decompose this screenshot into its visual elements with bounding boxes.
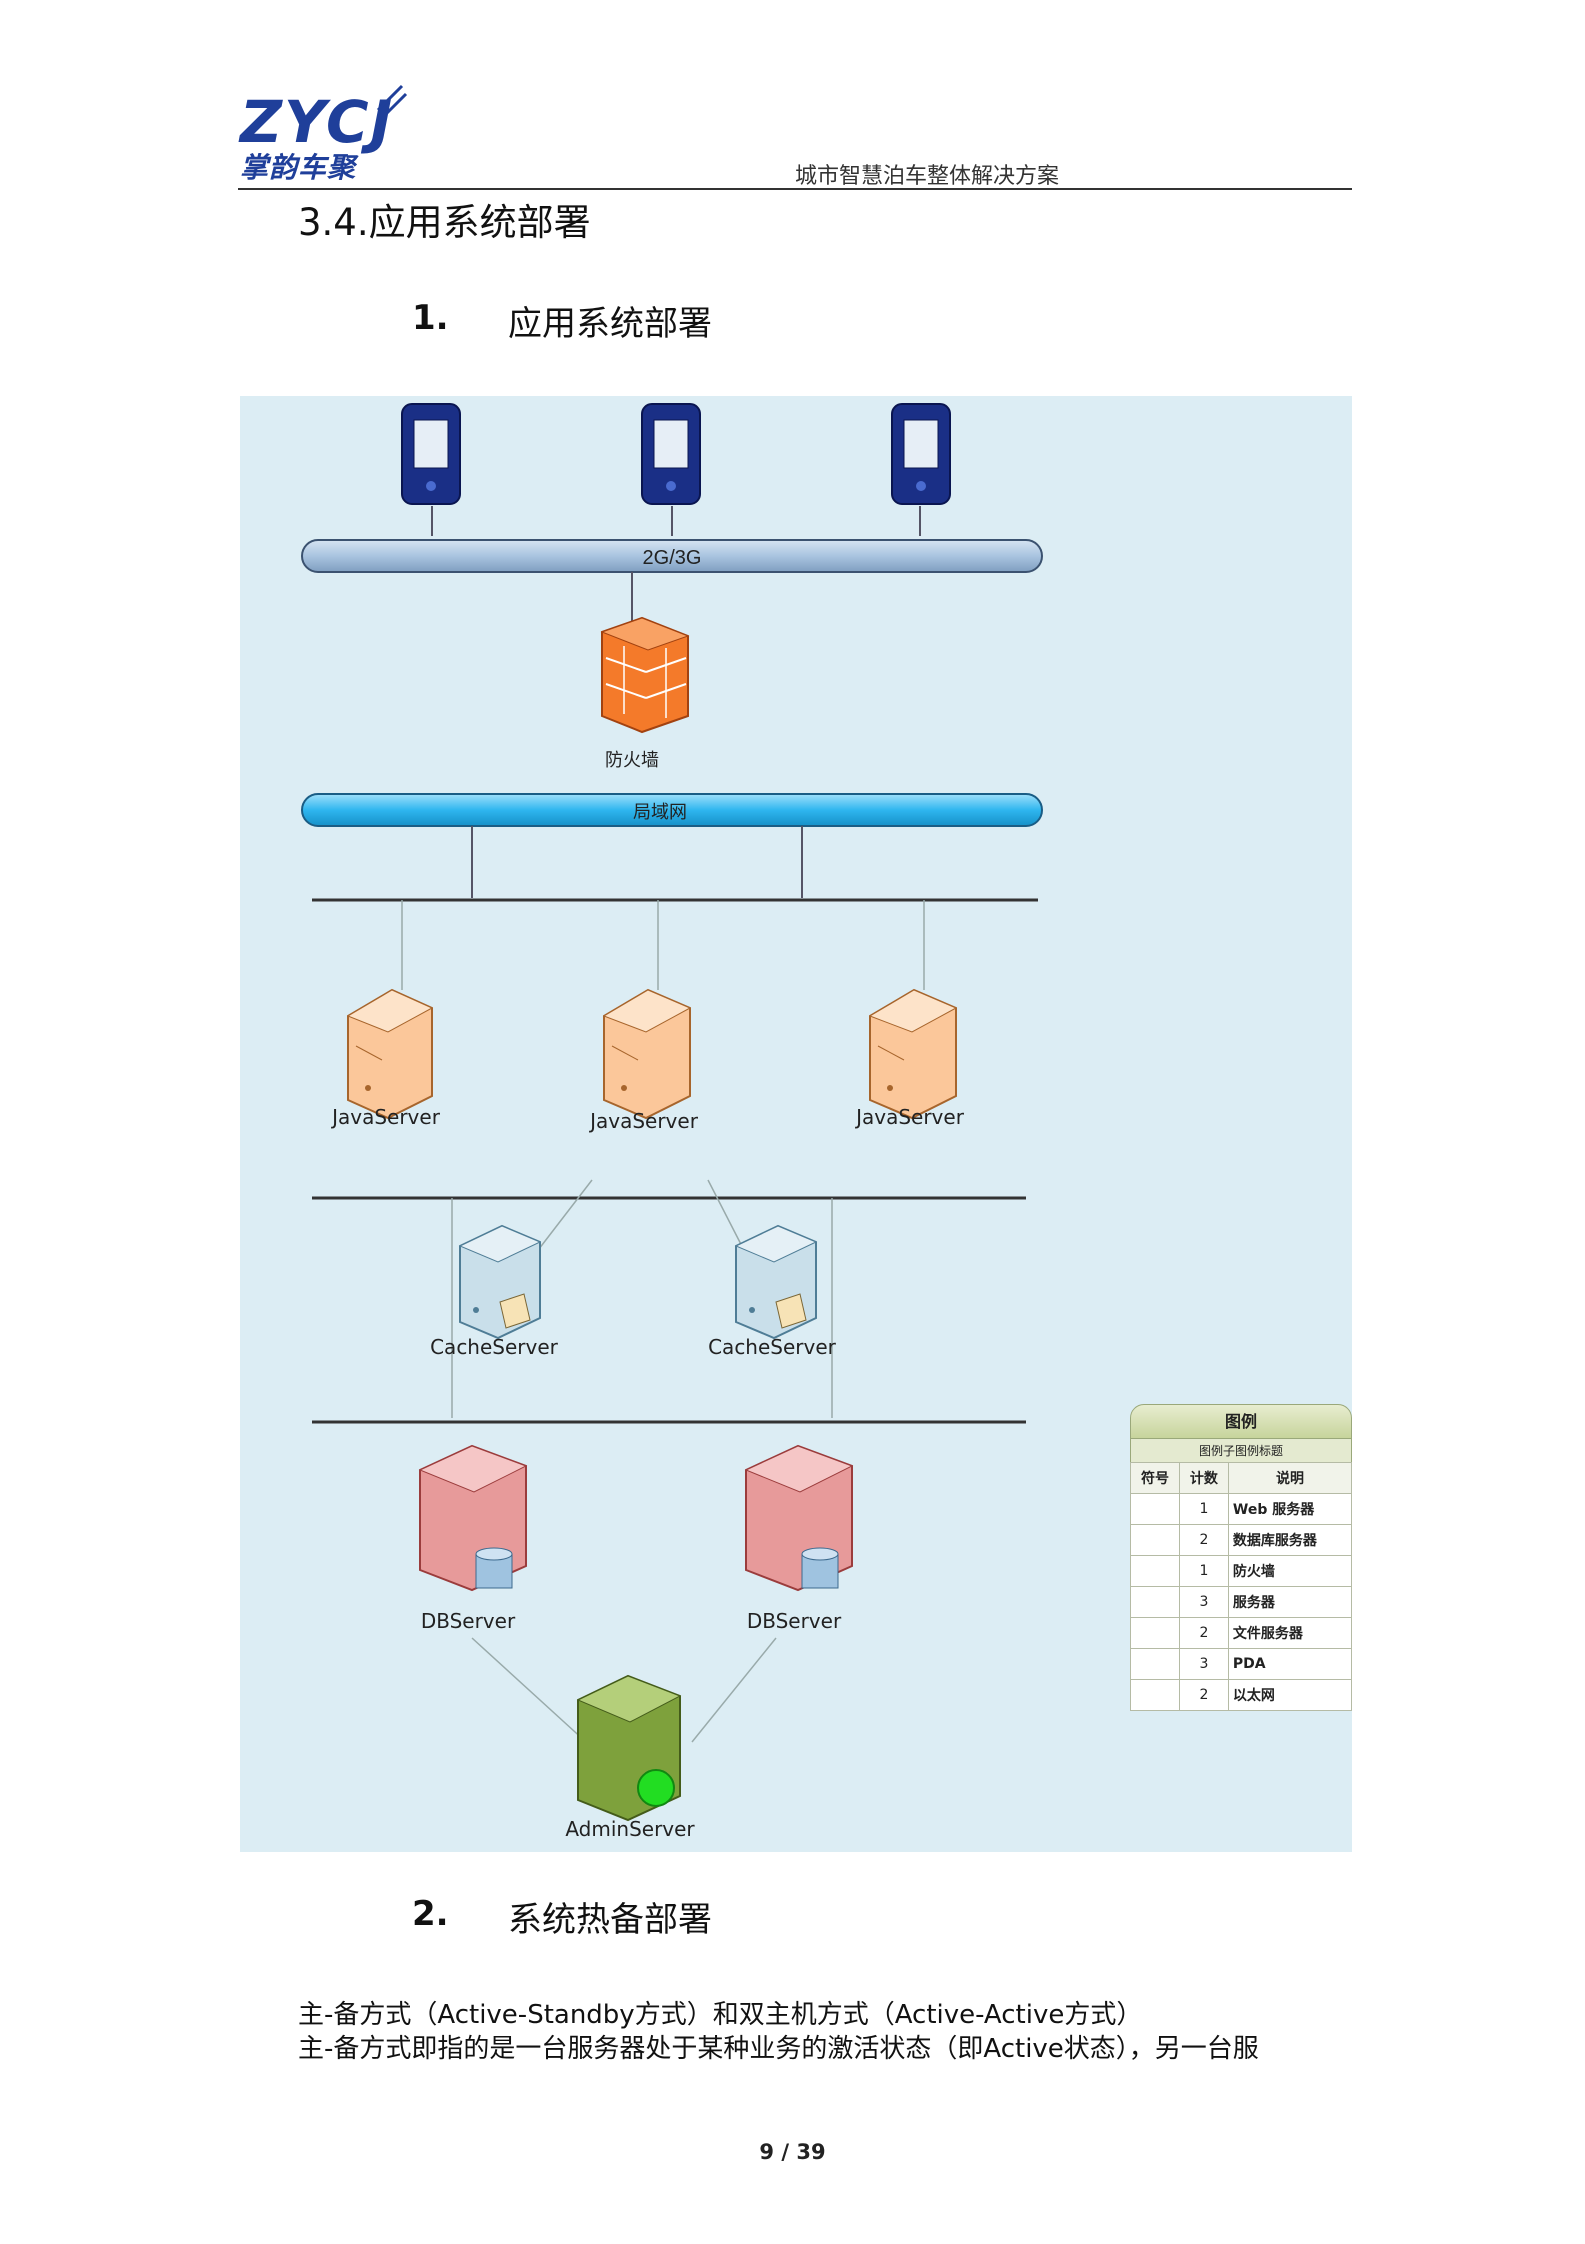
java-server-label: JavaServer [330,1105,441,1129]
status-indicator-icon [637,1769,675,1807]
logo-subtitle: 掌韵车聚 [240,151,357,184]
db-server-icon [418,1444,528,1592]
header-divider [238,188,1352,190]
section-heading: 3.4.应用系统部署 [298,201,591,244]
java-server-icon [868,988,958,1120]
pda-device [401,403,461,505]
subsection-number: 2. [412,1894,449,1934]
pda-device [891,403,951,505]
legend-title: 图例 [1130,1404,1352,1440]
subsection-number: 1. [412,298,449,338]
firewall-icon [600,616,690,734]
pda-device [641,403,701,505]
logo-mark: ZYCJ [240,88,395,156]
java-server-label: JavaServer [854,1105,965,1129]
body-paragraph-line: 主-备方式（Active-Standby方式）和双主机方式（Active-Act… [298,2000,1143,2030]
bus-internal-label: 局域网 [633,802,687,823]
db-server-label: DBServer [747,1609,842,1633]
diagram-canvas: 2G/3G 防火墙 局域网 [301,403,1043,1841]
page-number: 9 / 39 [759,2140,826,2164]
signal-icon [376,84,408,116]
legend-col-desc: 说明 [1227,1462,1353,1494]
subsection-title: 系统热备部署 [508,1900,712,1940]
java-server-icon [346,988,434,1120]
legend-subtitle: 图例子图例标题 [1130,1438,1352,1464]
bus-internal [301,793,1043,827]
java-server-icon [602,988,692,1120]
bus-2g3g [301,539,1043,573]
subsection-title: 应用系统部署 [508,304,712,344]
admin-server-label: AdminServer [565,1817,695,1841]
cache-server-label: CacheServer [430,1335,559,1359]
deployment-diagram: 2G/3G 防火墙 局域网 [240,396,1352,1852]
cache-server-icon [458,1224,542,1340]
admin-server-icon [576,1674,682,1822]
body-paragraph-line: 主-备方式即指的是一台服务器处于某种业务的激活状态（即Active状态），另一台… [298,2034,1259,2064]
db-server-label: DBServer [421,1609,516,1633]
bus-2g3g-label: 2G/3G [643,547,702,569]
db-server-icon [744,1444,854,1592]
java-server-label: JavaServer [588,1109,699,1133]
legend-col-symbol: 符号 [1130,1462,1180,1494]
firewall-label: 防火墙 [605,750,659,771]
cache-server-label: CacheServer [708,1335,837,1359]
legend-col-count: 计数 [1178,1462,1229,1494]
document-title: 城市智慧泊车整体解决方案 [795,164,1060,189]
cache-server-icon [734,1224,818,1340]
